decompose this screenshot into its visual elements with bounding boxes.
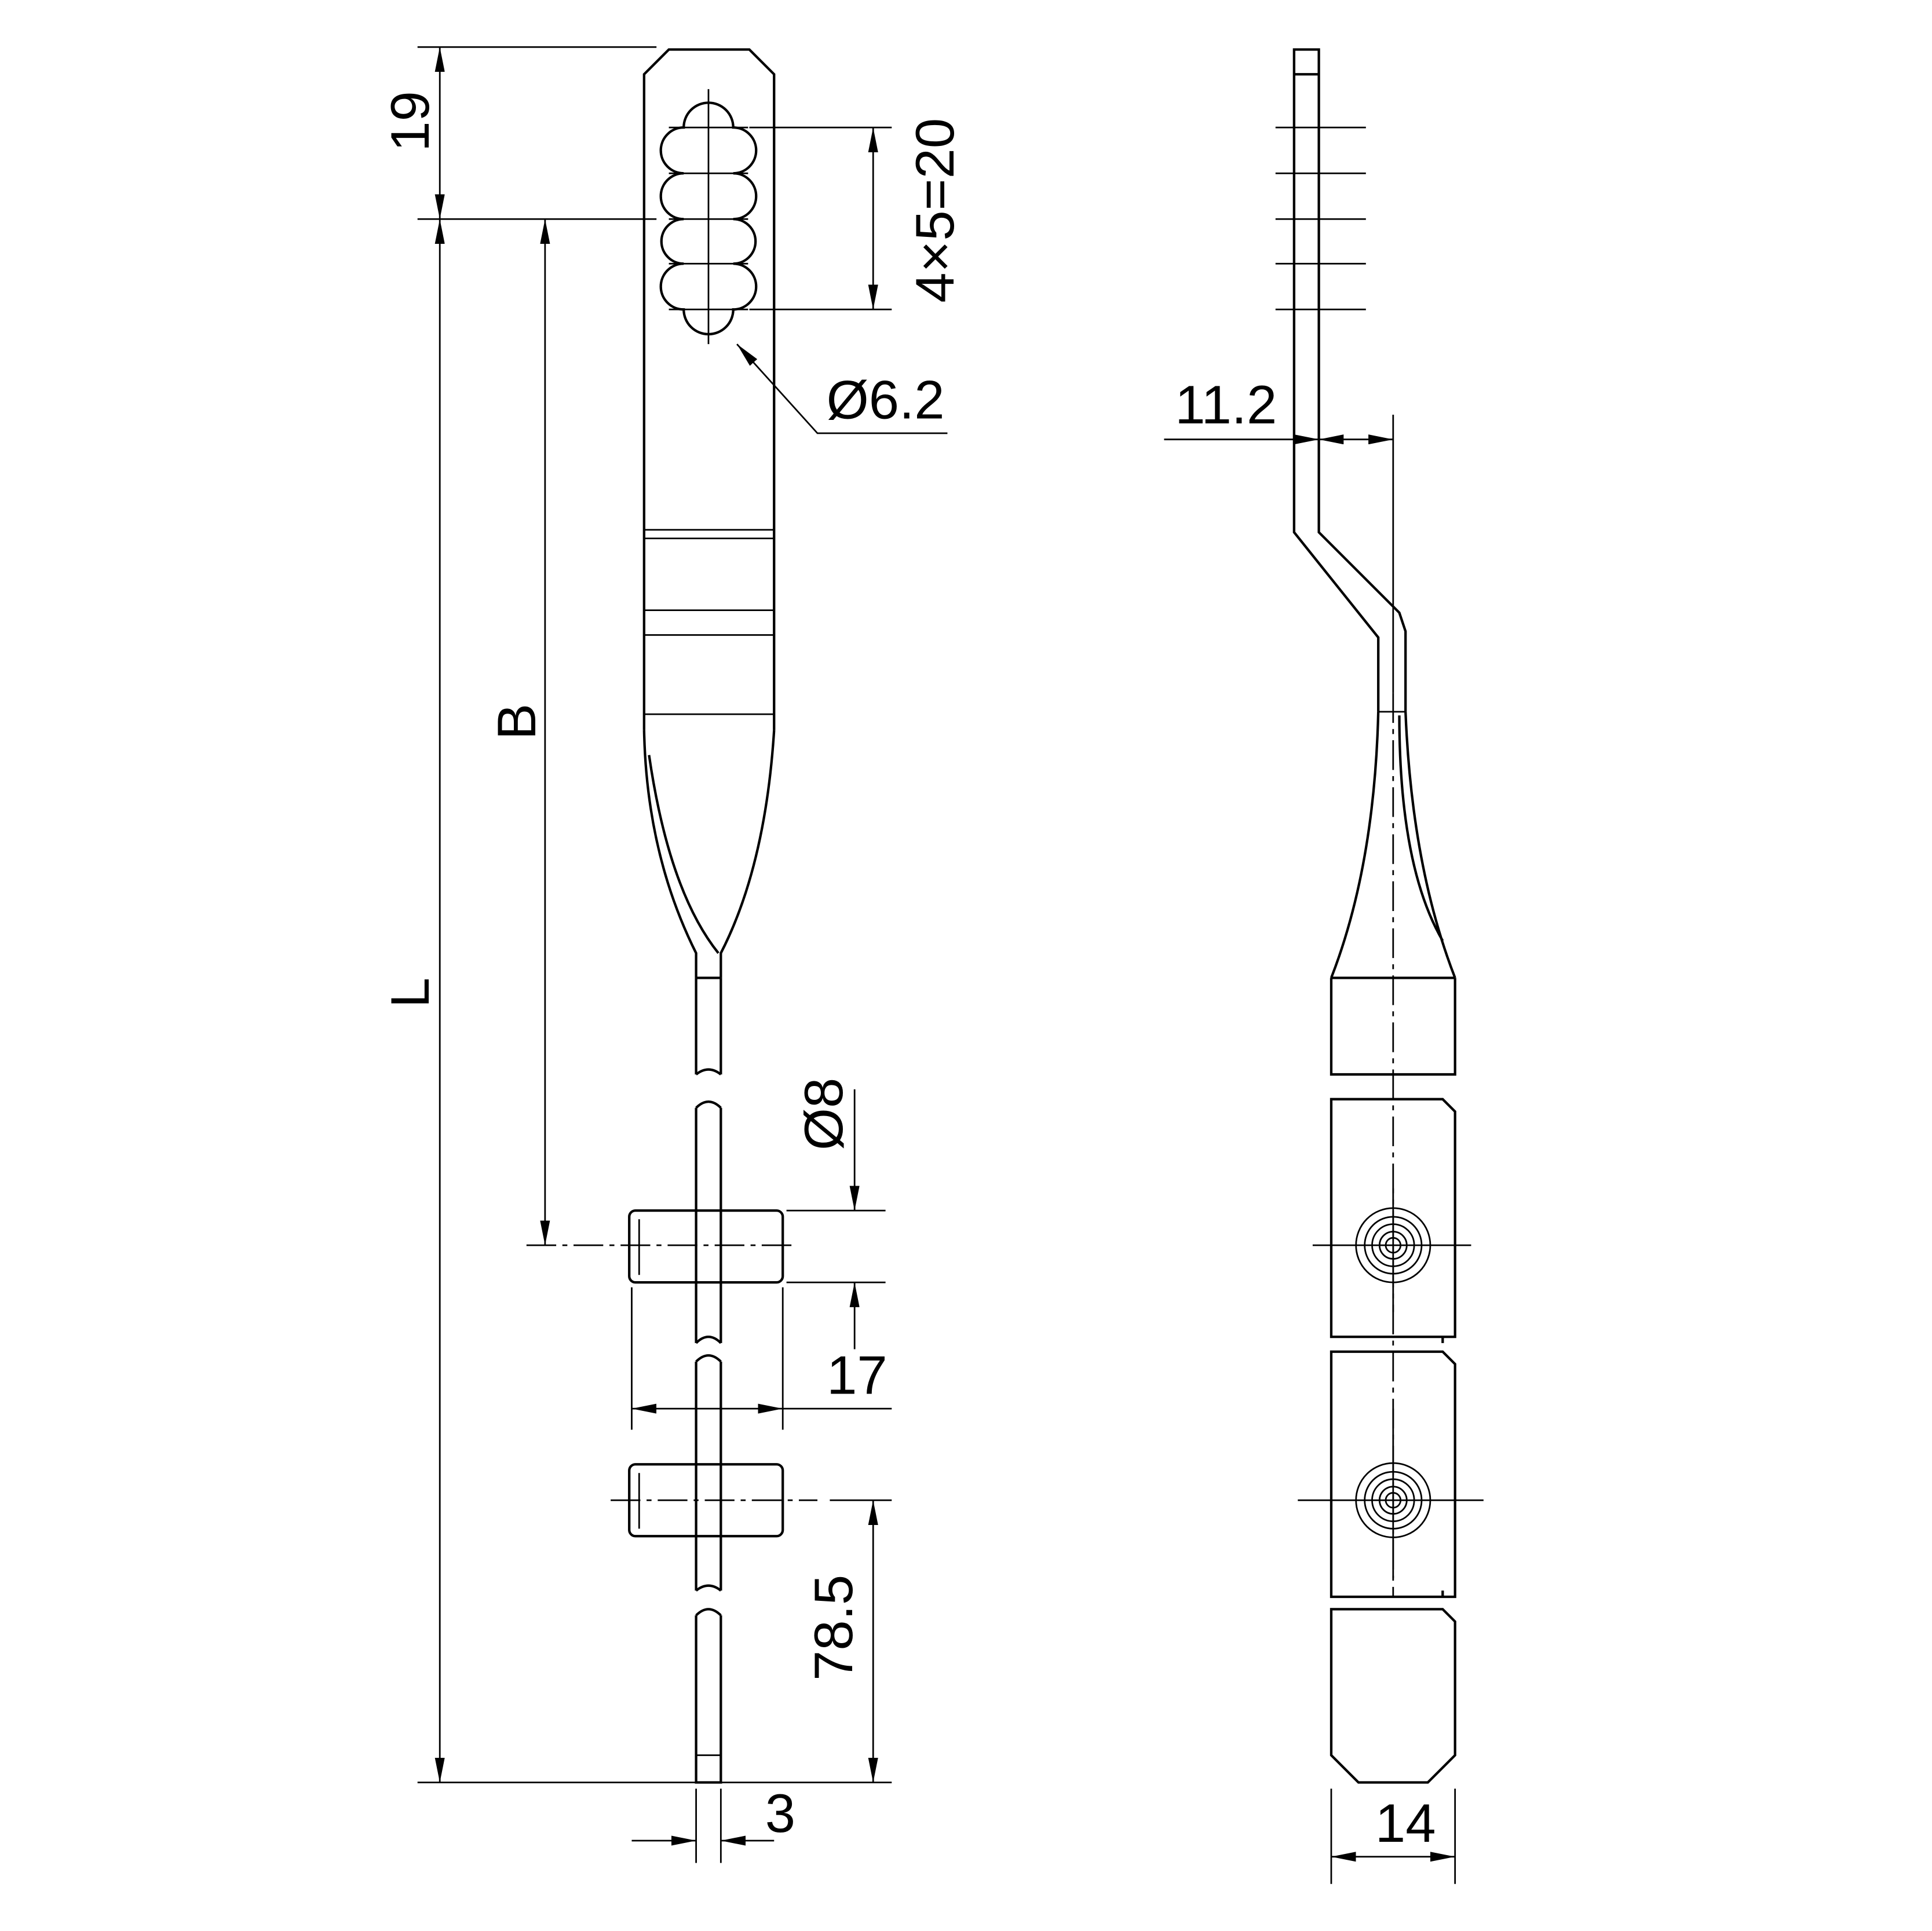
dim-end-distance: 78.5: [803, 1575, 864, 1681]
dim-B: B: [486, 704, 547, 740]
dim-L: L: [379, 978, 440, 1008]
side-block-3: [1330, 1350, 1456, 1599]
front-dimensions: 19 L B 4×5=20 Ø6.2 Ø8 17 78.5 3: [379, 46, 965, 1863]
side-view: [1275, 48, 1484, 1784]
dim-offset: 11.2: [1175, 374, 1277, 435]
side-block-2: [1330, 1098, 1456, 1343]
side-slot-ticks: [1275, 126, 1366, 310]
rivet-1: [1312, 1188, 1471, 1312]
dim-thickness: 3: [765, 1783, 795, 1844]
rivet-2: [1298, 1409, 1484, 1578]
bent-strip: [1292, 48, 1407, 712]
dim-hole-diameter: Ø6.2: [827, 369, 945, 430]
slot-centerlines: [669, 89, 748, 345]
rod: [695, 977, 722, 1784]
taper: [642, 730, 776, 978]
plate-bands: [644, 529, 775, 715]
dim-pin-length: 17: [827, 1344, 888, 1405]
side-taper: [1330, 711, 1456, 979]
pin-1: [628, 1209, 784, 1284]
dim-width: 14: [1375, 1793, 1436, 1853]
side-block-4: [1330, 1608, 1456, 1784]
side-dimensions: 11.2 14: [1164, 374, 1456, 1884]
front-view: [526, 48, 818, 1784]
plate-outline: [642, 48, 776, 730]
dim-slot-pitch: 4×5=20: [904, 118, 965, 303]
dim-pin-diameter: Ø8: [793, 1078, 854, 1150]
dim-19: 19: [379, 91, 440, 152]
